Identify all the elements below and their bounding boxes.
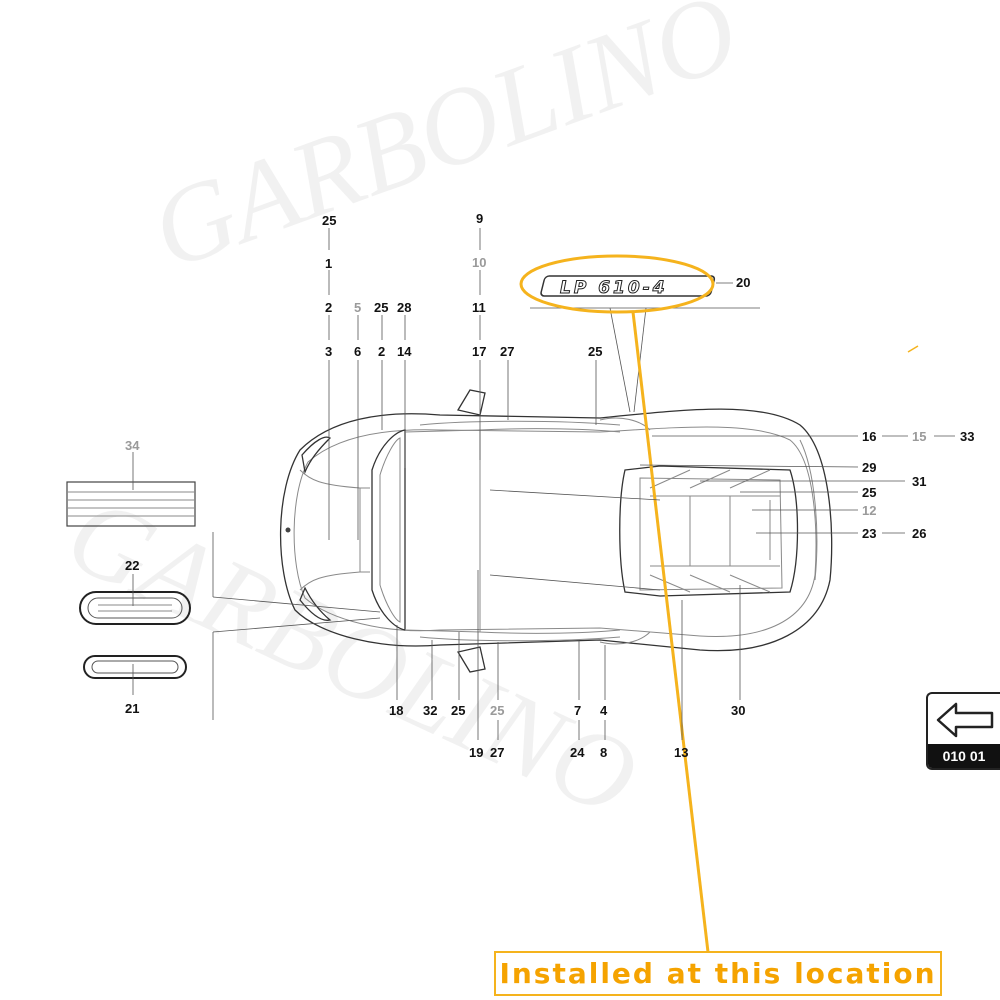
car-top-view — [279, 389, 833, 673]
callout-numbers: 25 1 2 3 5 25 28 6 2 14 9 10 11 17 27 25… — [125, 211, 974, 760]
callout-23: 23 — [862, 526, 876, 541]
callout-5: 5 — [354, 300, 361, 315]
callout-20: 20 — [736, 275, 750, 290]
callout-2: 2 — [325, 300, 332, 315]
callout-25: 25 — [374, 300, 388, 315]
callout-22: 22 — [125, 558, 139, 573]
air-intake-part-22 — [79, 591, 191, 625]
callout-9: 9 — [476, 211, 483, 226]
callout-19: 19 — [469, 745, 483, 760]
callout-7: 7 — [574, 703, 581, 718]
callout-25: 25 — [322, 213, 336, 228]
callout-30: 30 — [731, 703, 745, 718]
callout-28: 28 — [397, 300, 411, 315]
leader-lines — [132, 228, 955, 740]
callout-2: 2 — [378, 344, 385, 359]
callout-29: 29 — [862, 460, 876, 475]
callout-32: 32 — [423, 703, 437, 718]
air-intake-part-21 — [83, 655, 187, 679]
callout-24: 24 — [570, 745, 585, 760]
highlight-ellipse — [519, 254, 715, 314]
callout-31: 31 — [912, 474, 926, 489]
callout-25: 25 — [862, 485, 876, 500]
callout-17: 17 — [472, 344, 486, 359]
callout-11: 11 — [472, 300, 486, 315]
watermark-text: GARBOLINO — [136, 0, 752, 293]
callout-13: 13 — [674, 745, 688, 760]
arrow-left-icon — [936, 702, 994, 738]
page-reference-box[interactable]: 010 01 — [926, 692, 1000, 770]
callout-10: 10 — [472, 255, 486, 270]
callout-4: 4 — [600, 703, 608, 718]
page-reference-code: 010 01 — [928, 744, 1000, 768]
badge-text: LP 610-4 — [560, 278, 668, 298]
callout-18: 18 — [389, 703, 403, 718]
callout-33: 33 — [960, 429, 974, 444]
callout-16: 16 — [862, 429, 876, 444]
highlight-pointer-line — [631, 311, 710, 953]
callout-26: 26 — [912, 526, 926, 541]
callout-6: 6 — [354, 344, 361, 359]
callout-12: 12 — [862, 503, 876, 518]
side-strip-part — [66, 481, 196, 527]
callout-25: 25 — [588, 344, 602, 359]
callout-15: 15 — [912, 429, 926, 444]
callout-3: 3 — [325, 344, 332, 359]
callout-14: 14 — [397, 344, 412, 359]
callout-27: 27 — [490, 745, 504, 760]
callout-25: 25 — [490, 703, 504, 718]
callout-34: 34 — [125, 438, 140, 453]
callout-1: 1 — [325, 256, 332, 271]
lp610-4-badge: LP 610-4 — [540, 275, 716, 299]
callout-8: 8 — [600, 745, 607, 760]
callout-25: 25 — [451, 703, 465, 718]
callout-21: 21 — [125, 701, 139, 716]
callout-27: 27 — [500, 344, 514, 359]
install-location-note: Installed at this location — [494, 951, 942, 996]
